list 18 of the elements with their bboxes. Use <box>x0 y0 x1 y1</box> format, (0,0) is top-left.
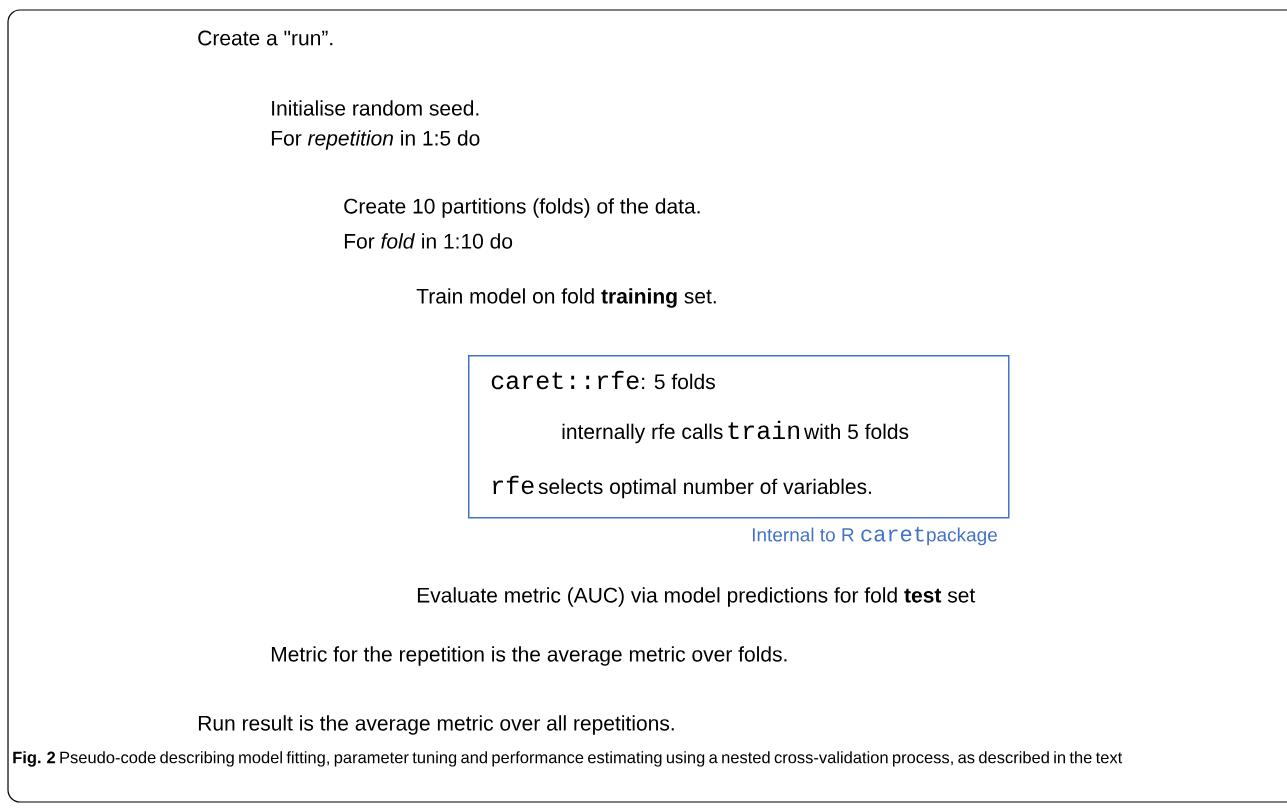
pseudo-code-line: For repetition in 1:5 do <box>271 130 480 150</box>
node-label: train <box>728 420 800 440</box>
code-box: caret::rfe: 5 folds internally rfe calls train with 5 folds rfe selects optimal number of variables. <box>468 355 1010 519</box>
pseudo-code-line: Create a "run”. <box>198 30 333 46</box>
caption: Fig. 2 Pseudo-code describing model fitting, parameter tuning and performance estimating using a nested cross-validation process, as described in the text <box>13 751 1123 767</box>
node-label: with 5 folds <box>803 423 909 440</box>
node-label: rfe <box>493 475 534 495</box>
pseudo-code-line: Initialise random seed. <box>272 100 479 116</box>
pseudo-code-line: For fold in 1:10 do <box>344 233 513 249</box>
pseudo-code-line: Metric for the repetition is the average metric over folds. <box>271 646 787 666</box>
pseudo-code-line: Evaluate metric (AUC) via model predictions for fold test set <box>417 587 976 607</box>
node-label: internally rfe calls <box>562 423 723 444</box>
node-label: caret::rfe <box>491 370 639 390</box>
node-label: selects optimal number of variables. <box>538 478 871 499</box>
pseudo-code-line: Train model on fold training set. <box>416 288 716 308</box>
pseudo-code-line: Run result is the average metric over all repetitions. <box>198 715 674 735</box>
pseudo-code-line: Create 10 partitions (folds) of the data. <box>344 198 700 218</box>
node-label: : 5 folds <box>642 373 715 390</box>
